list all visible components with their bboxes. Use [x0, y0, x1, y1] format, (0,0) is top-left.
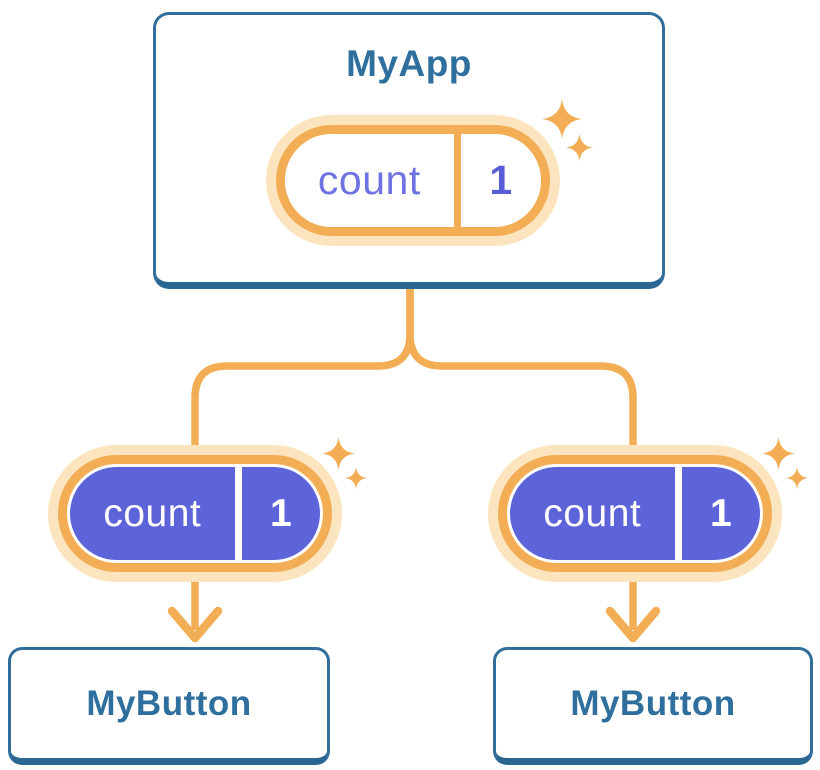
sparkle-icon	[321, 437, 371, 493]
left-child-pill-body: count 1	[70, 467, 320, 560]
right-child-node-card: MyButton	[493, 647, 813, 765]
pill-divider	[674, 467, 682, 560]
root-state-pill: count 1	[266, 115, 560, 246]
root-state-label: count	[317, 157, 421, 203]
root-state-pill-body: count 1	[285, 134, 541, 227]
sparkle-star-small	[786, 467, 808, 489]
root-state-value: 1	[489, 157, 513, 203]
left-child-node-card: MyButton	[8, 647, 330, 765]
sparkle-icon	[761, 437, 811, 493]
right-child-node-title: MyButton	[570, 684, 736, 723]
left-child-state-value: 1	[269, 492, 292, 535]
left-child-node-title: MyButton	[86, 684, 252, 723]
right-child-state-value: 1	[709, 492, 732, 535]
root-node-title: MyApp	[346, 43, 472, 84]
sparkle-star-large	[542, 99, 582, 139]
left-child-pill-ring: count 1	[58, 455, 332, 572]
root-node-card: MyApp count 1	[153, 12, 665, 289]
sparkle-star-large	[762, 437, 795, 470]
arrow-down-right-icon	[605, 606, 661, 643]
root-state-pill-ring: count 1	[276, 125, 550, 236]
arrow-down-left-icon	[167, 606, 223, 643]
pill-divider	[453, 134, 461, 227]
sparkle-star-small	[345, 467, 367, 489]
right-child-pill-ring: count 1	[498, 455, 772, 572]
sparkle-star-small	[566, 134, 593, 161]
connector-right-branch	[406, 284, 637, 630]
left-child-state-pill: count 1	[48, 445, 342, 582]
sparkle-icon	[541, 99, 597, 163]
right-child-pill-body: count 1	[510, 467, 760, 560]
right-child-state-label: count	[543, 492, 642, 535]
right-child-state-pill: count 1	[488, 445, 782, 582]
sparkle-star-large	[322, 437, 355, 470]
pill-divider	[234, 467, 242, 560]
left-child-state-label: count	[103, 492, 202, 535]
